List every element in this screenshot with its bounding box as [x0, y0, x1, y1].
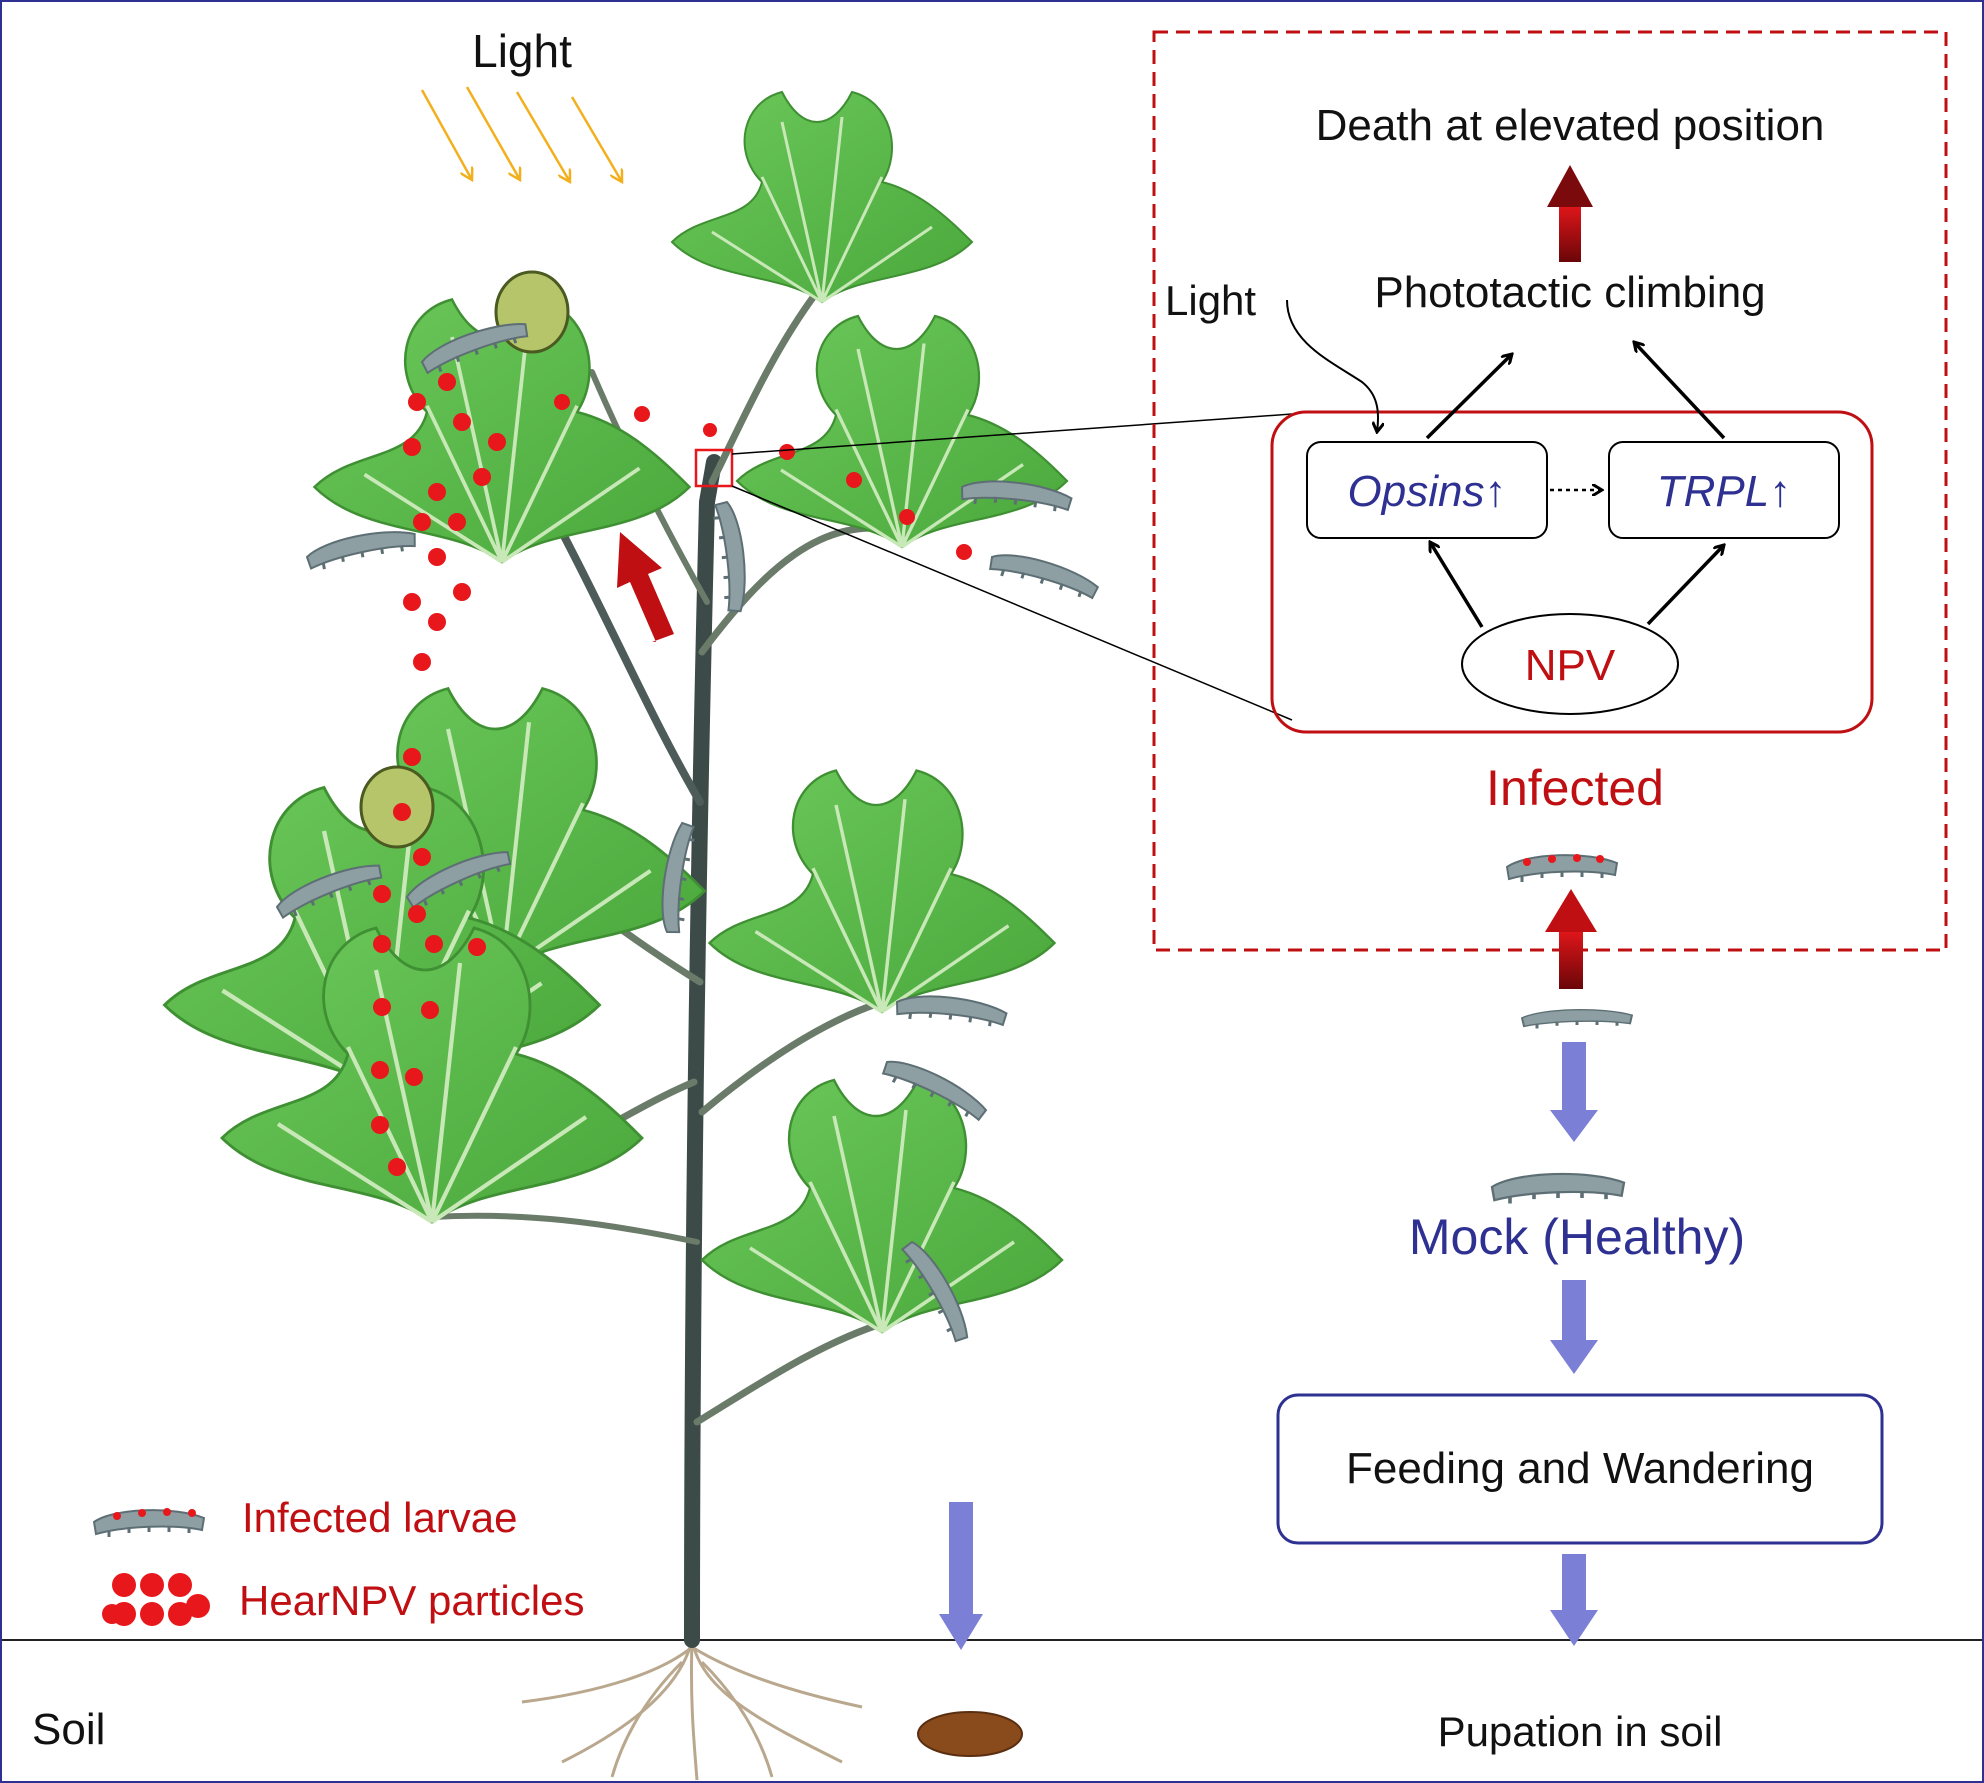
leaf-right-middle	[707, 768, 1057, 1014]
feeding-arrow-head	[1550, 1340, 1598, 1374]
larva-infected-climbing	[710, 499, 750, 615]
legend-particles-icon	[102, 1573, 210, 1626]
infected-arrow-head	[1545, 889, 1597, 932]
zoom-line-top	[731, 413, 1293, 455]
npv-ellipse	[1461, 613, 1679, 715]
opsins-box	[1306, 441, 1548, 539]
mock-arrow-head	[1550, 1110, 1598, 1142]
npv-to-trpl-arrow	[1646, 545, 1724, 626]
pupation-arrow-head	[1550, 1610, 1598, 1646]
legend-larva-icon	[92, 1508, 206, 1539]
pupation-arrow-shaft	[1562, 1554, 1586, 1614]
npv-label: NPV	[1525, 641, 1616, 690]
virus-particles	[371, 373, 972, 1176]
arrow-to-soil-head	[939, 1614, 983, 1650]
larva-right-middle	[893, 988, 1010, 1034]
young-larva-icon	[1520, 1008, 1634, 1030]
climbing-arrow	[617, 532, 674, 642]
legend-particles: HearNPV particles	[239, 1577, 584, 1624]
soil-label: Soil	[32, 1705, 105, 1754]
healthy-larva-icon	[1490, 1172, 1626, 1206]
leaf-right-bottom	[700, 1078, 1064, 1334]
pupa-icon	[917, 1711, 1023, 1757]
death-arrow-shaft	[1559, 202, 1581, 262]
death-arrow-head	[1547, 165, 1593, 207]
infected-label: Infected	[1486, 760, 1664, 816]
trpl-box	[1608, 441, 1840, 539]
feeding-label: Feeding and Wandering	[1346, 1444, 1814, 1493]
larva-leaf-left	[303, 524, 420, 574]
mechanism-box	[1270, 410, 1874, 734]
infected-dashed-box	[1152, 30, 1948, 952]
infected-larva-dots	[1523, 854, 1604, 866]
feeding-box	[1276, 1393, 1884, 1545]
feeding-arrow-shaft	[1562, 1280, 1586, 1344]
npv-to-opsins-arrow	[1430, 542, 1484, 628]
light-label: Light	[472, 25, 572, 77]
sun-rays	[420, 86, 622, 182]
zoom-line-bottom	[731, 485, 1293, 721]
arrow-to-soil-shaft	[949, 1502, 973, 1622]
light-to-opsins-arrow	[1286, 299, 1378, 432]
infected-arrow-shaft	[1559, 927, 1583, 989]
trpl-to-climbing-arrow	[1634, 342, 1726, 440]
plant-roots	[521, 1639, 863, 1781]
climbing-label: Phototactic climbing	[1374, 268, 1765, 317]
larva-right-upper-2	[985, 544, 1102, 607]
mock-label: Mock (Healthy)	[1409, 1209, 1745, 1265]
mechanism-light-label: Light	[1165, 277, 1256, 324]
plant-stems	[428, 288, 906, 1648]
mock-arrow-shaft	[1562, 1042, 1586, 1114]
death-label: Death at elevated position	[1316, 101, 1825, 150]
opsins-label: Opsins↑	[1348, 467, 1507, 516]
plant-leaves	[165, 90, 1069, 1334]
opsins-to-climbing-arrow	[1425, 354, 1512, 440]
trpl-label: TRPL↑	[1657, 467, 1791, 516]
legend-larva-dots	[113, 1508, 196, 1520]
pupation-label: Pupation in soil	[1438, 1708, 1723, 1755]
leaf-top-right	[670, 90, 974, 304]
zoom-box	[694, 448, 734, 488]
legend-infected-larvae: Infected larvae	[242, 1494, 518, 1541]
